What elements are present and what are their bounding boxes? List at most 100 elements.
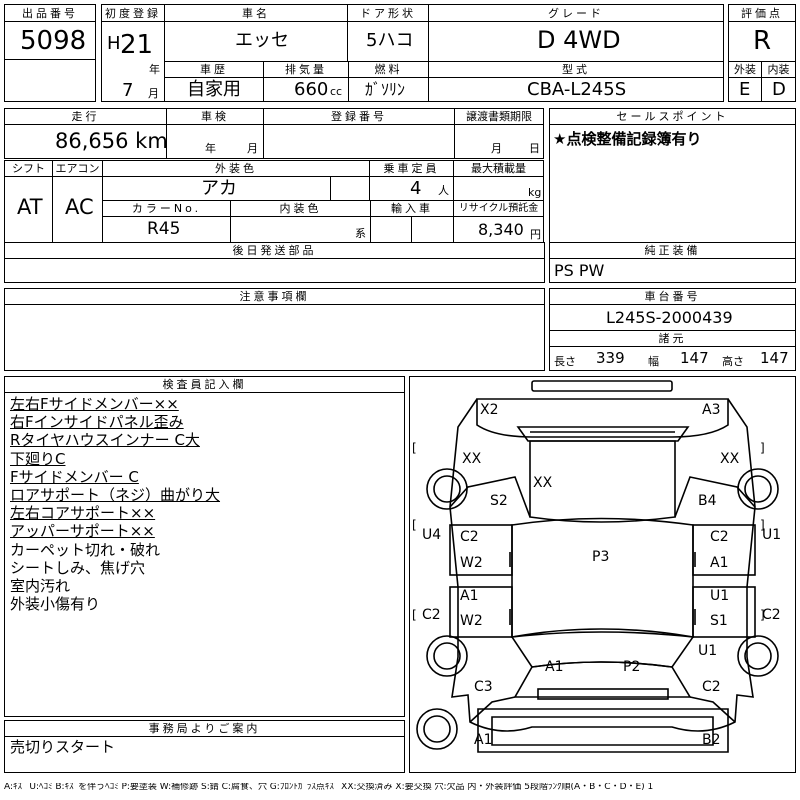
capacity: 4 (410, 178, 422, 199)
registration-number-label: 登録番号 (263, 108, 455, 125)
lot-number-label: 出品番号 (4, 4, 96, 22)
cabin-outline (511, 517, 694, 638)
damage-mark: C3 (474, 679, 493, 695)
displacement-label: 排気量 (263, 61, 349, 78)
damage-mark: C2 (762, 607, 781, 623)
diagram-bracket: [ (412, 518, 417, 532)
mileage: 86,656 km (55, 129, 168, 153)
inspector-note-line: 下廻りC (10, 449, 66, 468)
interior-color-cell: 系 (230, 216, 371, 243)
notes-cell (4, 304, 545, 371)
import-cell-a (370, 216, 412, 243)
rating-label: 評価点 (728, 4, 796, 22)
door-type-label: ドア形状 (347, 4, 429, 22)
wheel-front-left (426, 635, 468, 677)
inspector-note-line: Rタイヤハウスインナー C大 (10, 431, 200, 450)
lot-number-blank (4, 59, 96, 102)
exterior-color: アカ (201, 178, 237, 199)
transfer-month-unit: 月 (491, 142, 502, 155)
registration-month: 7 (122, 80, 134, 101)
damage-mark: S2 (490, 493, 508, 509)
exterior-color-label: 外装色 (102, 160, 370, 177)
damage-mark: B2 (702, 732, 721, 748)
exterior-grade: E (739, 79, 751, 100)
specs-cell: 長さ 339 幅 147 高さ 147 (549, 346, 796, 371)
grade-label: グレード (428, 4, 724, 22)
capacity-label: 乗車定員 (369, 160, 454, 177)
later-parts-cell (4, 258, 545, 283)
grade-cell: D 4WD (428, 21, 724, 62)
roof-outline (529, 440, 676, 523)
door-type-cell: 5ハコ (347, 21, 429, 62)
damage-mark: C2 (460, 529, 479, 545)
aircon: AC (65, 195, 94, 219)
interior-grade-cell: D (761, 77, 796, 102)
color-number-label: カラーNo. (102, 200, 231, 217)
displacement: 660 (294, 79, 329, 100)
capacity-cell: 4 人 (369, 176, 454, 201)
underbody-outline (477, 708, 729, 753)
max-load-cell: kg (453, 176, 544, 201)
inspector-note-line: Fサイドメンバー C (10, 467, 139, 486)
displacement-cell: 660 cc (263, 77, 349, 102)
interior-color-label: 内装色 (230, 200, 371, 217)
equipment: PS PW (554, 261, 605, 280)
damage-mark: C2 (422, 607, 441, 623)
front-bumper-outline (537, 688, 669, 700)
inspector-note-line: 室内汚れ (10, 577, 71, 596)
office-label: 事務局よりご案内 (4, 720, 405, 737)
sales-point-text: ★点検整備記録簿有り (553, 130, 702, 148)
inspector-note-line: 左右コアサポート×× (10, 504, 156, 523)
diagram-bracket: ] (760, 608, 765, 622)
specs-label: 諸元 (549, 330, 796, 347)
damage-mark: U1 (698, 643, 717, 659)
registration-year: 21 (120, 30, 154, 60)
inspector-note-line: 左右Fサイドメンバー×× (10, 395, 179, 413)
color-number: R45 (147, 219, 181, 239)
damage-mark: A1 (460, 588, 478, 604)
mileage-cell: 86,656 km (4, 124, 168, 159)
damage-mark: A1 (474, 732, 492, 748)
damage-mark: U1 (762, 527, 781, 543)
car-name-cell: エッセ (164, 21, 348, 62)
model-label: 型式 (428, 61, 724, 78)
import-label: 輸入車 (370, 200, 454, 217)
inspection-label: 車検 (166, 108, 264, 125)
rating-cell: R (728, 21, 796, 62)
right-pillar-outline (674, 476, 756, 518)
damage-mark: C2 (702, 679, 721, 695)
office-cell: 売切りスタート (4, 736, 405, 773)
chassis-number: L245S-2000439 (606, 308, 733, 327)
first-registration-label: 初度登録 (101, 4, 165, 22)
capacity-unit: 人 (438, 184, 449, 197)
inspection-cell: 年 月 (166, 124, 264, 159)
inspector-note-line: カーペット切れ・破れ (10, 540, 161, 559)
year-unit: 年 (149, 63, 160, 76)
width: 147 (680, 349, 709, 367)
history-label: 車歴 (164, 61, 264, 78)
inspector-note-line: ロアサポート（ネジ）曲がり大 (10, 486, 221, 505)
transfer-deadline-label: 譲渡書類期限 (454, 108, 544, 125)
history-cell: 自家用 (164, 77, 264, 102)
damage-mark: P2 (623, 659, 640, 675)
damage-mark: S1 (710, 613, 728, 629)
month-unit: 月 (148, 87, 159, 100)
damage-mark: A1 (545, 659, 563, 675)
first-registration-cell: H 21 年 7 月 (101, 21, 165, 102)
rear-glass-outline (516, 426, 690, 442)
recycle-fee: 8,340 (478, 220, 524, 239)
max-load-label: 最大積載量 (453, 160, 544, 177)
exterior-grade-label: 外装 (728, 61, 762, 78)
inspector-note-line: アッパーサポート×× (10, 522, 155, 541)
grade: D 4WD (537, 26, 621, 54)
lot-number: 5098 (20, 26, 87, 56)
damage-mark: W2 (460, 613, 483, 629)
inspection-year-unit: 年 (205, 142, 216, 155)
history: 自家用 (187, 79, 241, 100)
model-cell: CBA-L245S (428, 77, 724, 102)
chassis-cell: L245S-2000439 (549, 304, 796, 331)
width-label: 幅 (648, 355, 659, 368)
inspector-note-line: 外装小傷有り (10, 595, 101, 614)
